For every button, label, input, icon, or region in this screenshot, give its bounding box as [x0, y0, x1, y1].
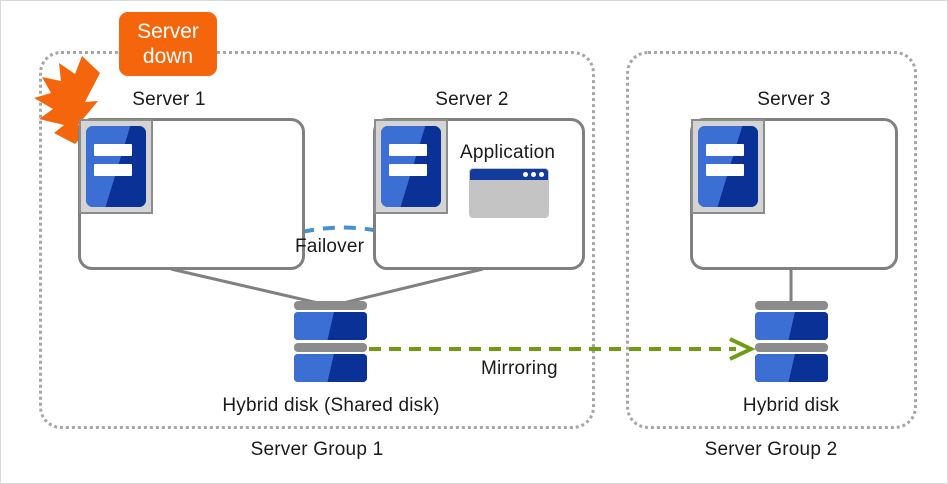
hybrid-shared-disk-icon	[294, 301, 367, 382]
window-dot-2	[531, 172, 536, 177]
server-group-1-label: Server Group 1	[250, 439, 384, 460]
hybrid-disk-label: Hybrid disk	[742, 395, 840, 416]
disk2-segment-2	[755, 354, 828, 382]
disk2-plate-mid	[755, 343, 828, 352]
server-3-label: Server 3	[757, 89, 831, 110]
disk1-segment-2	[294, 354, 367, 382]
server-2-icon	[374, 119, 448, 214]
application-titlebar	[470, 169, 548, 180]
hybrid-shared-disk-label: Hybrid disk (Shared disk)	[222, 395, 440, 416]
window-dot-3	[539, 172, 544, 177]
failover-label: Failover	[295, 236, 365, 257]
mirroring-label: Mirroring	[481, 358, 558, 379]
disk2-plate-top	[755, 301, 828, 310]
window-dot-1	[523, 172, 528, 177]
server-2-label: Server 2	[435, 89, 509, 110]
application-window-icon	[470, 169, 548, 217]
disk1-plate-top	[294, 301, 367, 310]
application-label: Application	[460, 142, 556, 163]
server-1-label: Server 1	[132, 89, 206, 110]
server-group-2-label: Server Group 2	[704, 439, 838, 460]
server-1-box	[78, 118, 305, 270]
hybrid-disk-icon	[755, 301, 828, 382]
disk1-segment-1	[294, 312, 367, 340]
disk2-segment-1	[755, 312, 828, 340]
server-group-1-boundary	[39, 51, 595, 429]
server-3-icon	[691, 119, 765, 214]
server-1-icon	[79, 119, 153, 214]
server-down-badge: Server down	[119, 12, 217, 76]
disk1-plate-mid	[294, 343, 367, 352]
server-group-2-boundary	[626, 51, 917, 429]
